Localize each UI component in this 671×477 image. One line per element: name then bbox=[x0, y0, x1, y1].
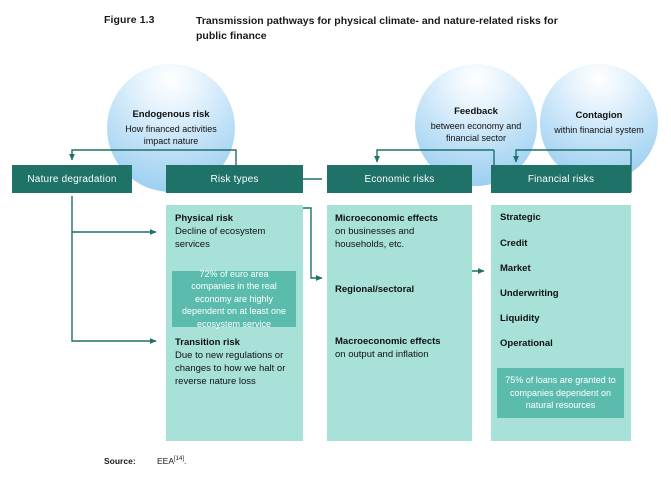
financial-risk-strategic: Strategic bbox=[500, 212, 541, 223]
header-label: Risk types bbox=[210, 173, 259, 185]
financial-risk-market: Market bbox=[500, 263, 531, 274]
source-text: EEA[14]. bbox=[157, 456, 186, 466]
item-subtitle: Decline of ecosystem services bbox=[175, 226, 266, 250]
panel-economic-risks bbox=[327, 205, 472, 441]
bubble-subtitle: How financed activities impact nature bbox=[125, 124, 217, 146]
item-subtitle: on output and inflation bbox=[335, 349, 429, 360]
item-title: Transition risk bbox=[175, 337, 240, 348]
financial-risk-underwriting: Underwriting bbox=[500, 288, 559, 299]
figure-title: Transmission pathways for physical clima… bbox=[196, 15, 558, 42]
callout-loans-natural-resources: 75% of loans are granted to companies de… bbox=[497, 368, 624, 418]
header-label: Economic risks bbox=[364, 173, 435, 185]
bubble-title: Feedback bbox=[454, 106, 498, 117]
bubble-subtitle: between economy and financial sector bbox=[430, 121, 522, 143]
item-subtitle: on businesses and households, etc. bbox=[335, 226, 415, 250]
item-title: Microeconomic effects bbox=[335, 213, 438, 224]
financial-risk-operational: Operational bbox=[500, 338, 553, 349]
header-label: Nature degradation bbox=[27, 173, 117, 185]
item-title: Macroeconomic effects bbox=[335, 336, 441, 347]
header-financial-risks[interactable]: Financial risks bbox=[491, 165, 631, 193]
bubble-title: Contagion bbox=[575, 110, 623, 121]
callout-text: 75% of loans are granted to companies de… bbox=[505, 375, 616, 411]
item-subtitle: Due to new regulations or changes to how… bbox=[175, 350, 286, 387]
source-reference: [14] bbox=[174, 456, 185, 463]
item-title: Regional/sectoral bbox=[335, 284, 415, 295]
economic-item-microeconomic: Microeconomic effects on businesses and … bbox=[335, 212, 467, 251]
header-nature-degradation[interactable]: Nature degradation bbox=[12, 165, 132, 193]
source-period: . bbox=[184, 456, 187, 466]
economic-item-regional-sectoral: Regional/sectoral bbox=[335, 283, 467, 296]
risk-type-physical: Physical risk Decline of ecosystem servi… bbox=[175, 212, 297, 251]
figure-number: Figure 1.3 bbox=[104, 14, 155, 26]
financial-risk-liquidity: Liquidity bbox=[500, 313, 540, 324]
header-label: Financial risks bbox=[527, 173, 595, 185]
risk-type-transition: Transition risk Due to new regulations o… bbox=[175, 336, 299, 388]
item-title: Physical risk bbox=[175, 213, 234, 224]
callout-ecosystem-dependency: 72% of euro area companies in the real e… bbox=[172, 269, 296, 329]
source-label: Source: bbox=[104, 456, 136, 466]
header-risk-types[interactable]: Risk types bbox=[166, 165, 303, 193]
bubble-subtitle: within financial system bbox=[554, 125, 644, 135]
callout-text: 72% of euro area companies in the real e… bbox=[181, 268, 287, 329]
financial-risk-credit: Credit bbox=[500, 238, 528, 249]
bubble-title: Endogenous risk bbox=[132, 109, 210, 120]
economic-item-macroeconomic: Macroeconomic effects on output and infl… bbox=[335, 335, 467, 361]
source-name: EEA bbox=[157, 456, 175, 466]
header-economic-risks[interactable]: Economic risks bbox=[327, 165, 472, 193]
